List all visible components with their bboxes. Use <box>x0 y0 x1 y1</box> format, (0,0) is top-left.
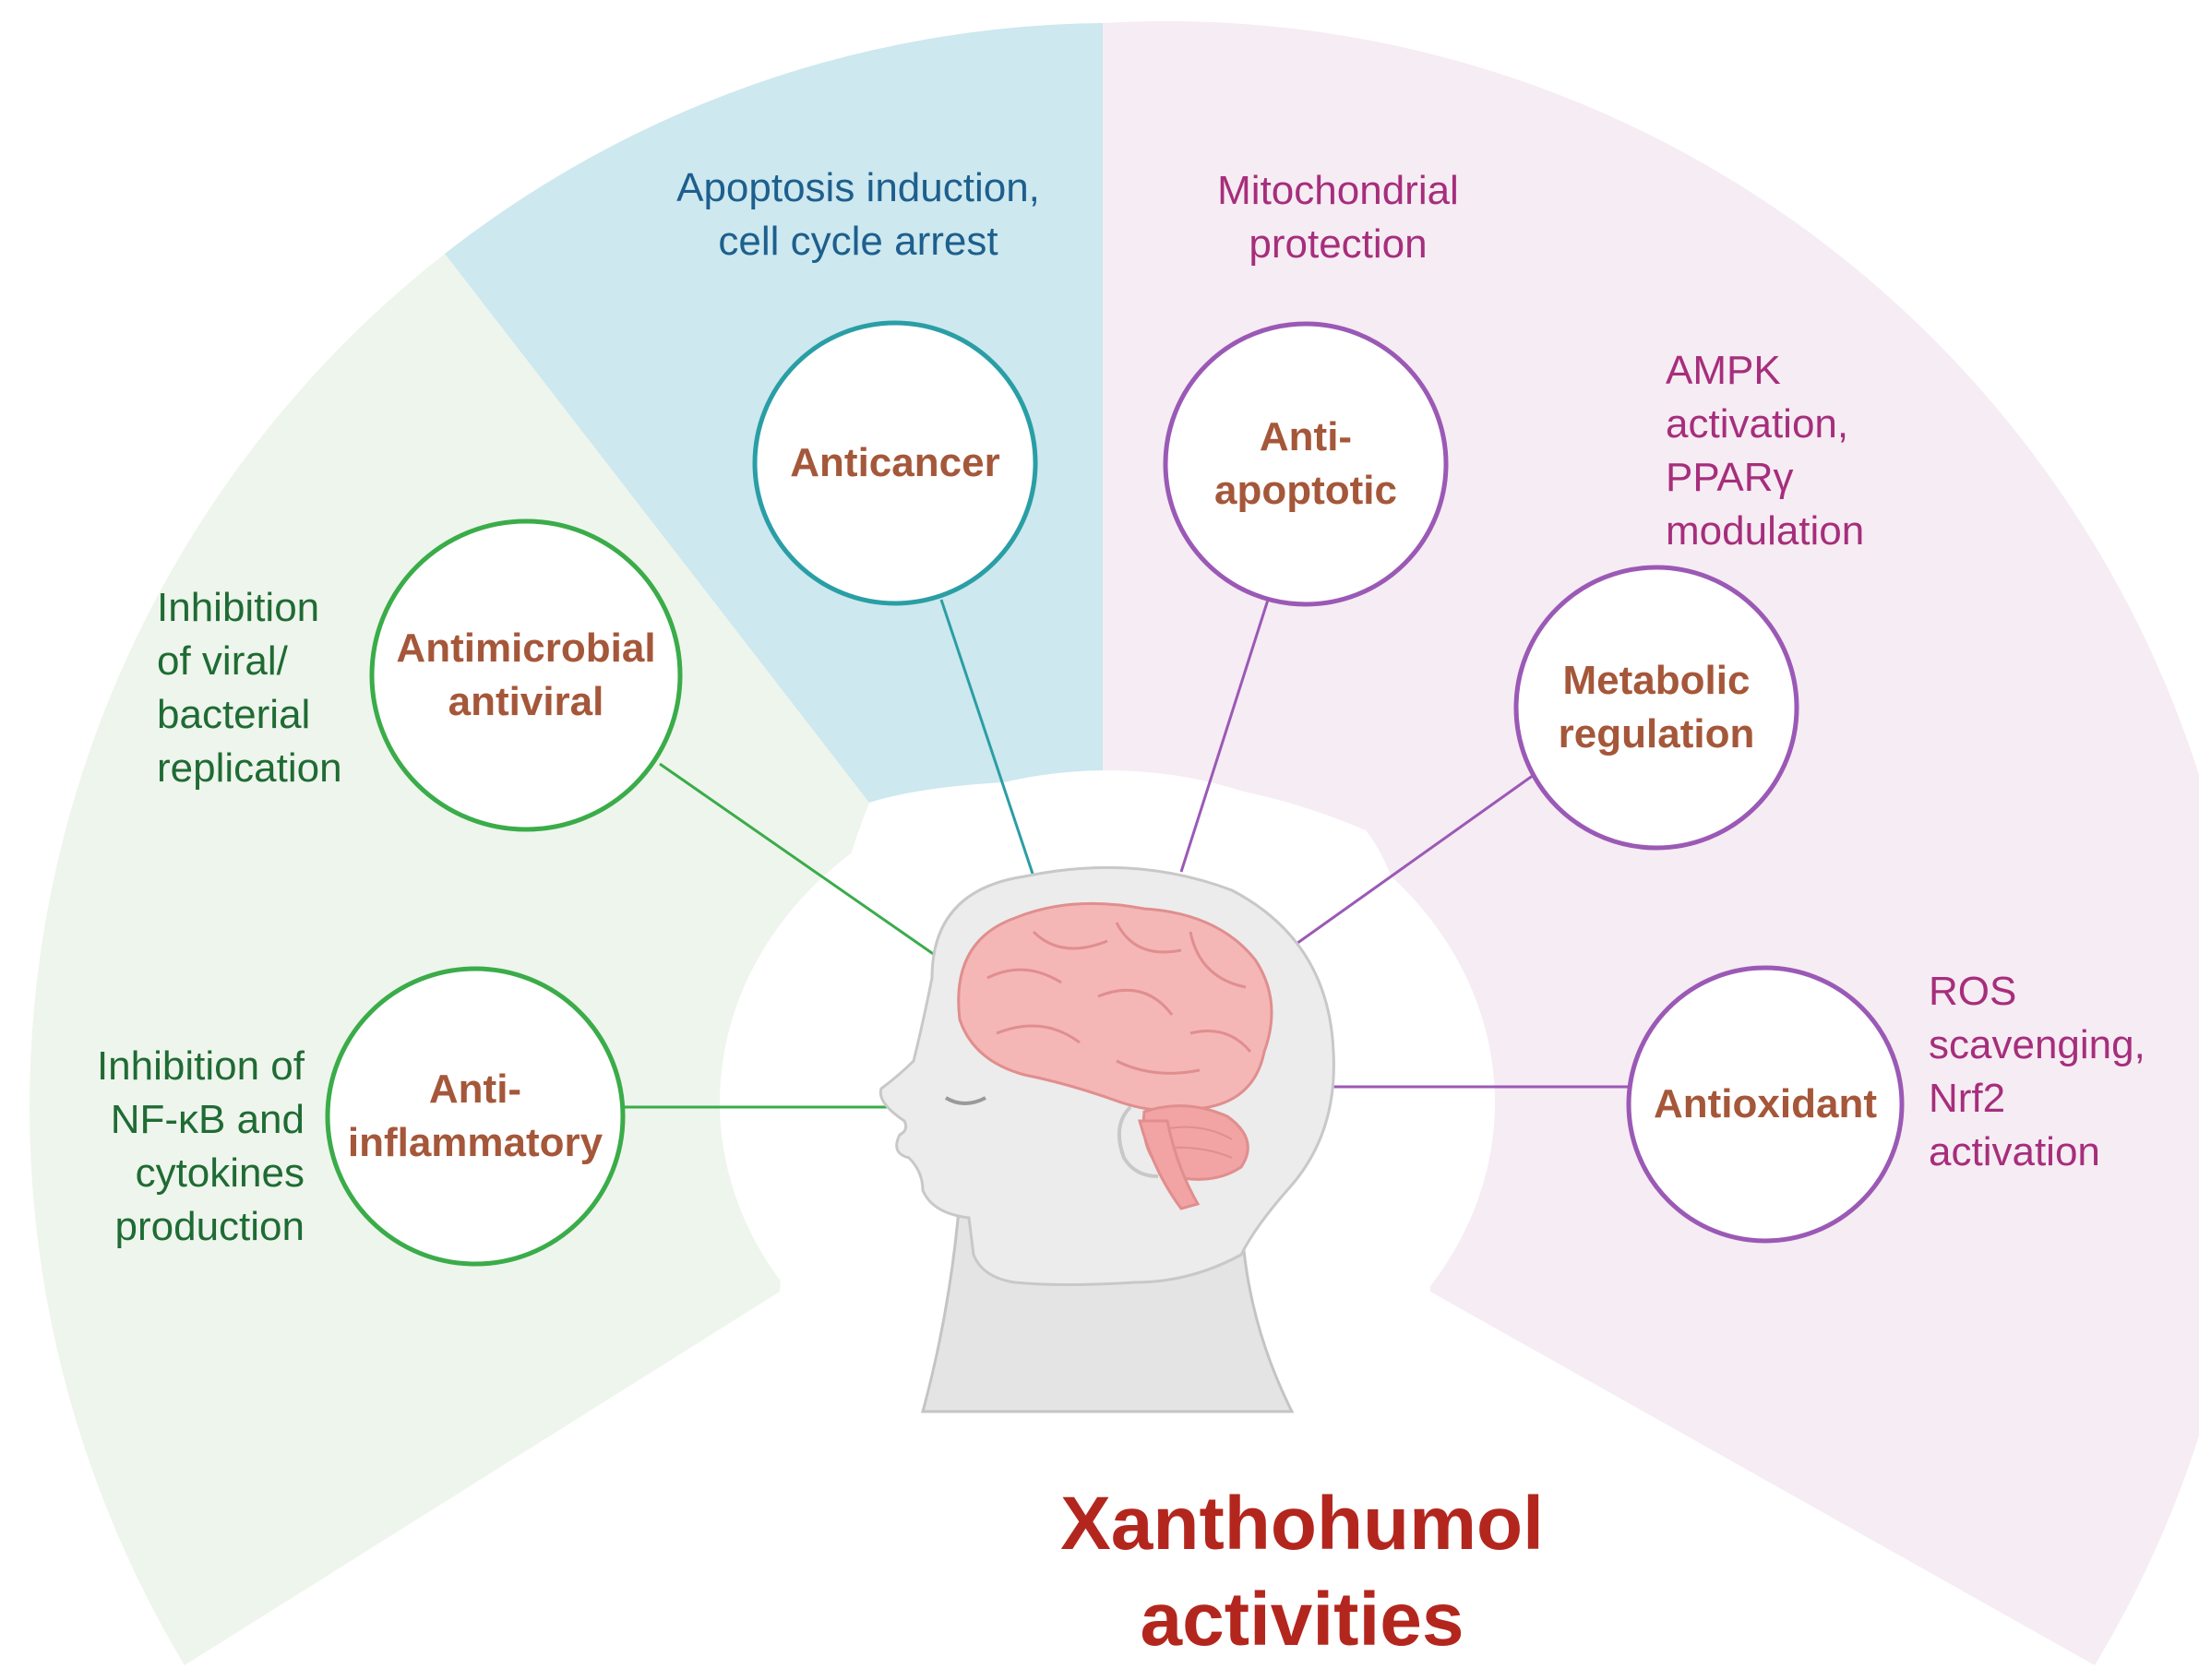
antiapoptotic-circle <box>1163 321 1449 607</box>
connector-metabolic <box>1286 773 1535 952</box>
metabolic-regulation-label: Metabolic regulation <box>1558 658 1755 757</box>
antimicrobial-description: Inhibition of viral/ bacterial replicati… <box>157 585 342 791</box>
metabolic-description: AMPK activation, PPARγ modulation <box>1666 348 1865 554</box>
antimicrobial-circle <box>369 518 683 832</box>
antioxidant-circle <box>1626 965 1905 1244</box>
antioxidant-description: ROS scavenging, Nrf2 activation <box>1929 969 2145 1174</box>
anticancer-description: Apoptosis induction, cell cycle arrest <box>676 165 1040 264</box>
connector-anticancer <box>939 599 1035 877</box>
anticancer-label: Anticancer <box>790 440 1000 485</box>
antimicrobial-antiviral-label: Antimicrobial antiviral <box>396 626 656 724</box>
antiinflammatory-circle <box>325 966 626 1267</box>
antiapoptotic-description: Mitochondrial protection <box>1217 168 1459 267</box>
antiapoptotic-label: Anti- apoptotic <box>1214 414 1397 513</box>
antiinflammatory-label: Anti- inflammatory <box>347 1066 604 1165</box>
diagram-title: Xanthohumol activities <box>1060 1482 1544 1662</box>
connector-antimicrobial <box>659 762 942 961</box>
antioxidant-label: Antioxidant <box>1654 1081 1877 1126</box>
human-head-with-brain-icon <box>878 865 1335 1413</box>
antiinflammatory-description: Inhibition of NF-κB and cytokines produc… <box>96 1043 305 1249</box>
metabolic-circle <box>1513 565 1799 851</box>
anticancer-circle <box>752 320 1038 606</box>
connector-antiapoptotic <box>1179 596 1271 873</box>
